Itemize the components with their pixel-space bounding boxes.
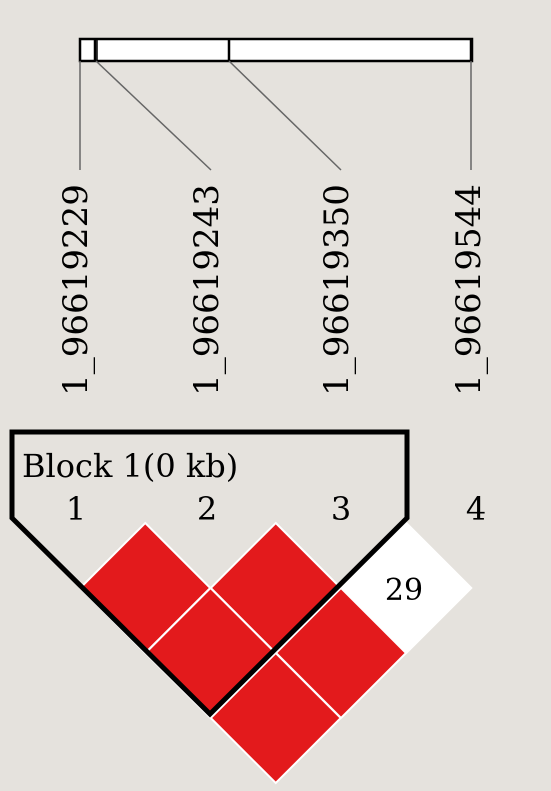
snp-name-3: 1_96619350 xyxy=(317,184,357,396)
snp-name-2: 1_96619243 xyxy=(187,184,227,396)
ld-value-3-4: 29 xyxy=(384,573,424,608)
ld-cells xyxy=(78,521,473,785)
block-label: Block 1(0 kb) xyxy=(22,447,239,485)
snp-name-1: 1_96619229 xyxy=(56,184,96,396)
snp-connector-lines xyxy=(79,60,472,171)
connector-line-2 xyxy=(95,60,212,171)
snp-name-4: 1_96619544 xyxy=(449,184,489,396)
ld-cell-1-4 xyxy=(209,651,343,785)
snp-index-4: 4 xyxy=(465,490,487,528)
block-outline-shape xyxy=(9,429,410,718)
block-outline xyxy=(9,429,410,718)
connector-line-3 xyxy=(228,60,342,171)
chromosome-track xyxy=(78,37,474,63)
snp-index-3: 3 xyxy=(330,490,352,528)
chromosome-bar xyxy=(78,37,474,63)
snp-index-1: 1 xyxy=(65,490,87,528)
snp-index-2: 2 xyxy=(196,490,218,528)
